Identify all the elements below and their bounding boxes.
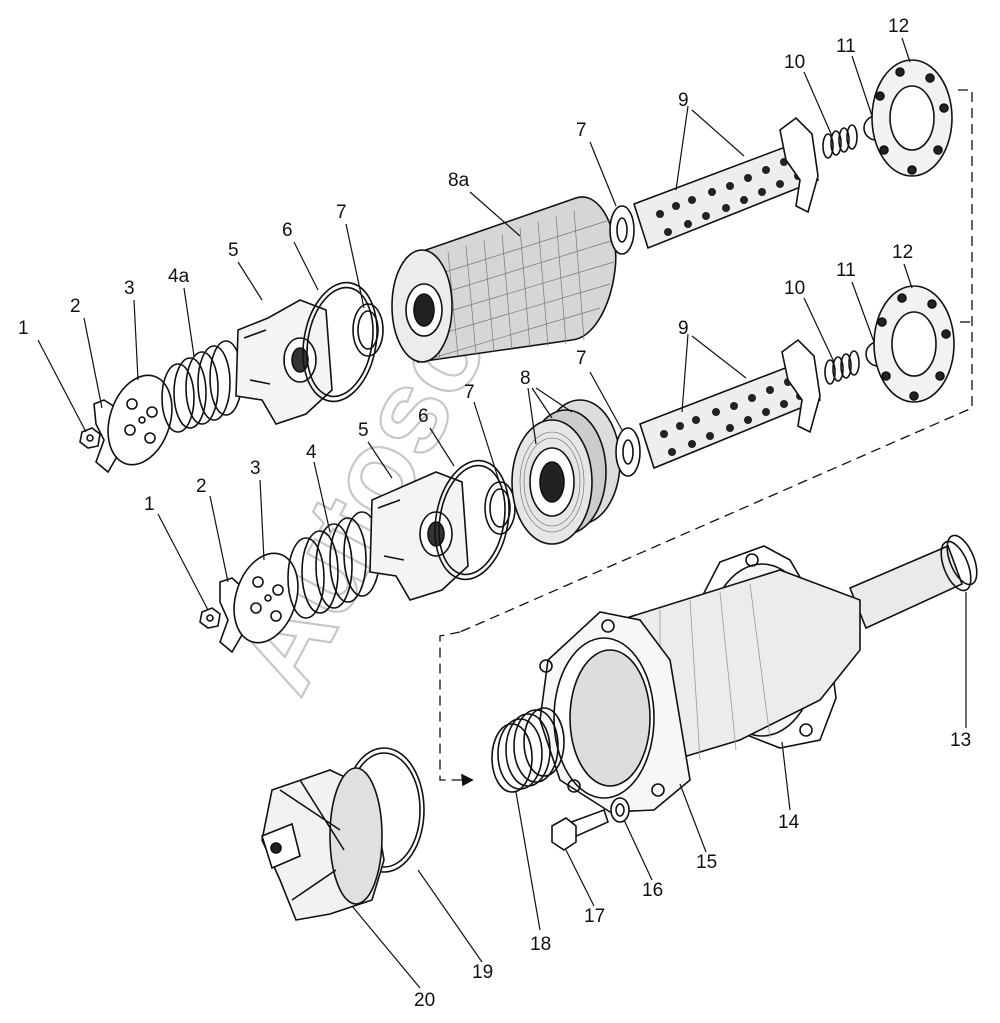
callout-8a: 8a bbox=[448, 170, 470, 191]
callout-7-c: 7 bbox=[464, 382, 475, 403]
part-10-spring-lower bbox=[824, 350, 860, 385]
part-15-filter-housing bbox=[539, 569, 861, 813]
part-5-valve-body-upper bbox=[235, 299, 333, 425]
callout-2-lower: 2 bbox=[196, 476, 207, 497]
part-10-spring-upper bbox=[822, 124, 858, 159]
callout-18: 18 bbox=[530, 934, 551, 955]
callout-11-upper: 11 bbox=[836, 36, 856, 57]
part-6-o-ring-lower bbox=[434, 459, 510, 581]
callout-11-lower: 11 bbox=[836, 260, 856, 281]
part-7-seal-ring-a bbox=[352, 303, 384, 357]
leader-lines bbox=[37, 37, 967, 989]
part-4a-spring bbox=[161, 340, 243, 433]
part-9-perforated-tube-lower bbox=[639, 338, 822, 470]
callout-7-a: 7 bbox=[336, 202, 347, 223]
part-8a-mesh-filter-element bbox=[391, 196, 617, 363]
callout-19: 19 bbox=[472, 962, 493, 983]
callout-8: 8 bbox=[520, 368, 531, 389]
callout-14: 14 bbox=[778, 812, 800, 833]
part-18-spring bbox=[491, 707, 565, 793]
callout-17: 17 bbox=[584, 906, 605, 927]
callout-5-upper: 5 bbox=[228, 240, 239, 261]
callout-7-d: 7 bbox=[576, 348, 587, 369]
part-20-cover bbox=[261, 767, 385, 921]
part-7-washer-b bbox=[609, 205, 635, 255]
part-1-nut-upper bbox=[79, 427, 101, 449]
part-9-perforated-tube-upper bbox=[633, 116, 820, 250]
callout-9-upper: 9 bbox=[678, 90, 689, 111]
part-7-washer-d bbox=[615, 427, 641, 477]
callout-9-lower: 9 bbox=[678, 318, 689, 339]
part-1-nut-lower bbox=[199, 607, 221, 629]
part-3-disc-lower bbox=[233, 552, 299, 644]
callout-7-b: 7 bbox=[576, 120, 587, 141]
part-16-washer bbox=[610, 797, 630, 823]
part-12-flange-upper bbox=[871, 59, 953, 177]
housing-assembly bbox=[491, 534, 978, 851]
callout-15: 15 bbox=[696, 852, 717, 873]
callout-12-upper: 12 bbox=[888, 16, 909, 37]
callout-12-lower: 12 bbox=[892, 242, 913, 263]
callout-6-upper: 6 bbox=[282, 220, 293, 241]
callout-labels: 1 2 3 4a 5 6 7 8a 7 9 10 11 12 1 2 3 4 5… bbox=[18, 16, 971, 1011]
assembly-path-lines bbox=[439, 89, 973, 787]
callout-1-upper: 1 bbox=[18, 318, 29, 339]
part-4-spring bbox=[287, 511, 381, 619]
callout-6-lower: 6 bbox=[418, 406, 429, 427]
callout-3-lower: 3 bbox=[250, 458, 261, 479]
callout-20: 20 bbox=[414, 990, 435, 1011]
upper-filter-assembly bbox=[79, 59, 953, 474]
callout-16: 16 bbox=[642, 880, 663, 901]
callout-10-lower: 10 bbox=[784, 278, 805, 299]
part-6-o-ring-upper bbox=[302, 281, 378, 403]
callout-4a: 4a bbox=[168, 266, 190, 287]
callout-10-upper: 10 bbox=[784, 52, 805, 73]
part-13-outlet-pipe bbox=[848, 534, 978, 630]
part-8-filter-disc-stack bbox=[511, 399, 621, 545]
callout-13: 13 bbox=[950, 730, 971, 751]
callout-1-lower: 1 bbox=[144, 494, 155, 515]
callout-4: 4 bbox=[306, 442, 317, 463]
part-3-disc-upper bbox=[107, 374, 173, 466]
callout-2-upper: 2 bbox=[70, 296, 81, 317]
part-17-bolt bbox=[551, 808, 609, 851]
callout-5-lower: 5 bbox=[358, 420, 369, 441]
cap-assembly bbox=[261, 747, 425, 921]
part-12-flange-lower bbox=[873, 285, 955, 403]
lower-filter-assembly bbox=[199, 285, 955, 654]
callout-3-upper: 3 bbox=[124, 278, 135, 299]
part-7-seal-ring-c bbox=[484, 481, 516, 535]
